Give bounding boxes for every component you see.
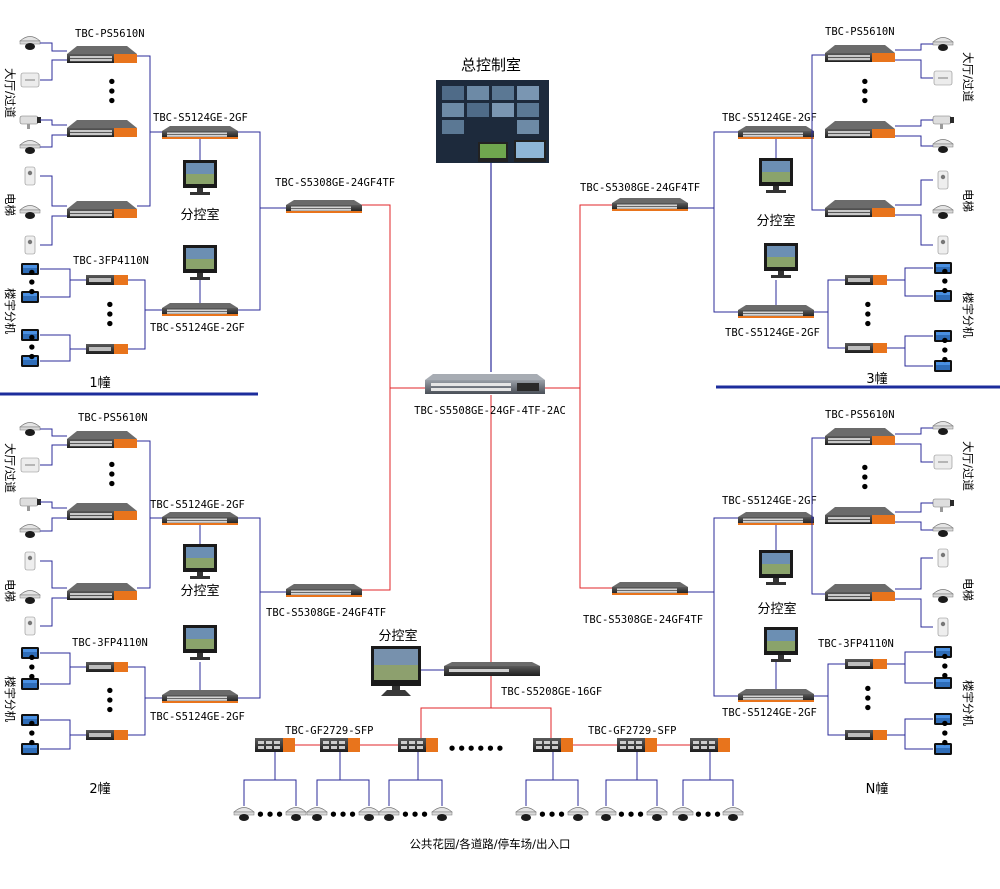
svg-text:•••: ••• xyxy=(22,653,40,682)
b3-room-label: 分控室 xyxy=(756,213,795,229)
bN-access-top-label: TBC-S5124GE-2GF xyxy=(722,495,817,507)
b3-access-top-label: TBC-S5124GE-2GF xyxy=(722,112,817,124)
b1-agg-label: TBC-S5308GE-24GF4TF xyxy=(275,177,395,189)
b3-area-intercom: 楼宇分机 xyxy=(961,292,975,338)
svg-text:•••: ••• xyxy=(102,460,120,489)
building-2: TBC-PS5610N ••• 大厅/过道 电梯 TBC-S5124GE-2GF… xyxy=(3,412,386,797)
b1-dome-camera-icon xyxy=(19,140,41,155)
svg-text:•••: ••• xyxy=(935,652,953,681)
b1-dome-camera-icon xyxy=(19,205,41,220)
b2-poe-switch-label: TBC-PS5610N xyxy=(78,412,148,424)
b1-bullet-camera-icon xyxy=(19,115,42,130)
public-fiber-right-label: TBC-GF2729-SFP xyxy=(588,725,677,737)
svg-text:•••: ••• xyxy=(935,267,953,296)
b1-dome-camera-icon xyxy=(19,36,41,51)
building-n: TBC-PS5610N ••• 大厅/过道 电梯 TBC-S5124GE-2GF… xyxy=(583,409,975,797)
b1-wall-sensor-icon xyxy=(24,166,36,186)
b1-access-bottom-label: TBC-S5124GE-2GF xyxy=(150,322,245,334)
b1-monitor-icon xyxy=(183,160,217,195)
b1-wall-sensor-icon xyxy=(24,235,36,255)
svg-text:•••: ••• xyxy=(858,300,876,329)
b1-fiber-switch-label: TBC-3FP4110N xyxy=(73,255,149,267)
b1-area-elevator: 电梯 xyxy=(3,193,17,216)
bN-fiber-switch-label: TBC-3FP4110N xyxy=(818,638,894,650)
svg-text:•••: ••• xyxy=(22,333,40,362)
b1-access-top-label: TBC-S5124GE-2GF xyxy=(153,112,248,124)
svg-text:•••: ••• xyxy=(855,77,873,106)
b3-poe-switch-label: TBC-PS5610N xyxy=(825,26,895,38)
b3-name: 3幢 xyxy=(866,371,887,387)
b3-access-bottom-label: TBC-S5124GE-2GF xyxy=(725,327,820,339)
b1-monitor-icon-2 xyxy=(183,245,217,280)
b2-agg-label: TBC-S5308GE-24GF4TF xyxy=(266,607,386,619)
b1-area-hall: 大厅/过道 xyxy=(3,68,17,118)
svg-text:•••: ••• xyxy=(401,806,430,824)
bN-access-bottom-label: TBC-S5124GE-2GF xyxy=(722,707,817,719)
svg-text:•••: ••• xyxy=(329,806,358,824)
public-fiber-left-label: TBC-GF2729-SFP xyxy=(285,725,374,737)
public-room-label: 分控室 xyxy=(378,628,417,644)
core-switch-label: TBC-S5508GE-24GF-4TF-2AC xyxy=(414,405,566,417)
svg-text:•••: ••• xyxy=(694,806,723,824)
b3-area-elevator: 电梯 xyxy=(961,189,975,212)
svg-text:•••: ••• xyxy=(538,806,567,824)
b3-agg-label: TBC-S5308GE-24GF4TF xyxy=(580,182,700,194)
bN-name: N幢 xyxy=(866,781,889,797)
svg-text:•••: ••• xyxy=(22,719,40,748)
b2-name: 2幢 xyxy=(89,781,110,797)
b2-area-elevator: 电梯 xyxy=(3,579,17,602)
video-wall-icon xyxy=(436,80,549,163)
b3-area-hall: 大厅/过道 xyxy=(961,52,975,102)
svg-text:•••: ••• xyxy=(858,684,876,713)
b2-access-bottom-label: TBC-S5124GE-2GF xyxy=(150,711,245,723)
svg-text:•••: ••• xyxy=(935,719,953,748)
public-ellipsis: •••••• xyxy=(447,740,505,758)
b1-room-label: 分控室 xyxy=(180,207,219,223)
bN-area-intercom: 楼宇分机 xyxy=(961,680,975,726)
svg-text:•••: ••• xyxy=(935,336,953,365)
b2-access-top-label: TBC-S5124GE-2GF xyxy=(150,499,245,511)
core-switch-icon xyxy=(425,374,545,394)
b1-area-intercom: 楼宇分机 xyxy=(3,288,17,334)
b2-area-hall: 大厅/过道 xyxy=(3,443,17,493)
control-center-title: 总控制室 xyxy=(461,56,521,74)
public-area-label: 公共花园/各道路/停车场/出入口 xyxy=(409,837,570,851)
b2-area-intercom: 楼宇分机 xyxy=(3,676,17,722)
b1-name: 1幢 xyxy=(89,375,110,391)
svg-text:•••: ••• xyxy=(100,686,118,715)
bN-agg-label: TBC-S5308GE-24GF4TF xyxy=(583,614,703,626)
public-switch-label: TBC-S5208GE-16GF xyxy=(501,686,602,698)
svg-text:•••: ••• xyxy=(100,300,118,329)
b1-poe-switch-label: TBC-PS5610N xyxy=(75,28,145,40)
public-area: 分控室 TBC-S5208GE-16GF TBC-GF2729-SFP ••••… xyxy=(233,628,744,851)
bN-room-label: 分控室 xyxy=(757,601,796,617)
svg-text:•••: ••• xyxy=(855,463,873,492)
bN-area-hall: 大厅/过道 xyxy=(961,441,975,491)
svg-text:•••: ••• xyxy=(256,806,285,824)
svg-text:•••: ••• xyxy=(617,806,646,824)
bN-area-elevator: 电梯 xyxy=(961,578,975,601)
b1-ap-icon xyxy=(20,72,40,88)
building-1: TBC-PS5610N ••• 大厅/过道 电梯 TBC-S5124GE-2GF… xyxy=(3,28,395,391)
svg-text:•••: ••• xyxy=(102,77,120,106)
building-3: TBC-PS5610N ••• 大厅/过道 电梯 TBC-S5124GE-2GF… xyxy=(580,26,975,387)
b2-fiber-switch-label: TBC-3FP4110N xyxy=(72,637,148,649)
b2-room-label: 分控室 xyxy=(180,583,219,599)
bN-poe-switch-label: TBC-PS5610N xyxy=(825,409,895,421)
svg-text:•••: ••• xyxy=(22,268,40,297)
